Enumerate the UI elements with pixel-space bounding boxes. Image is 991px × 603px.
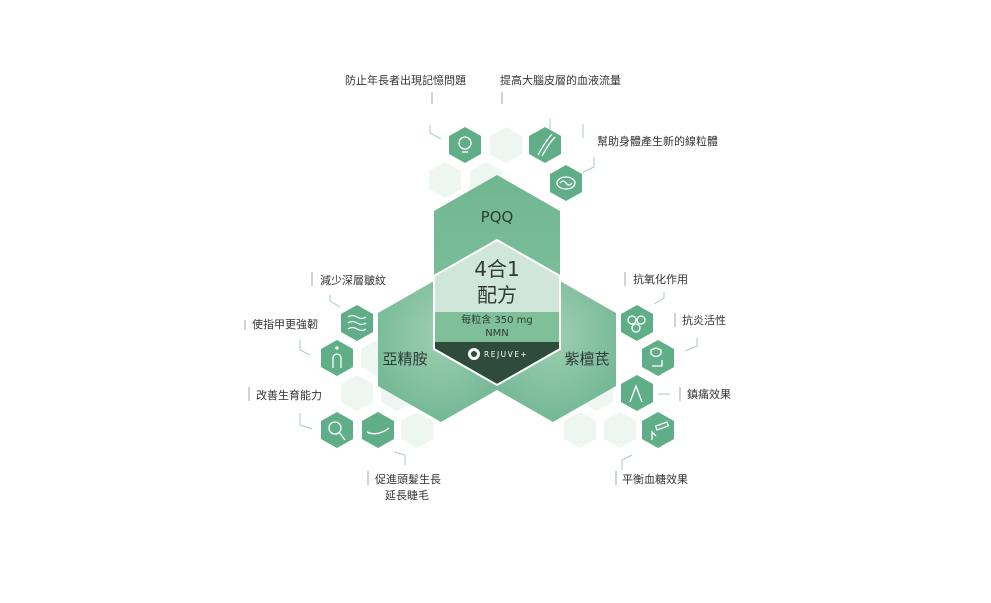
fertility-hex xyxy=(321,412,353,448)
label-mitochondria: 幫助身體產生新的線粒體 xyxy=(597,134,718,148)
hand-pain-icon xyxy=(629,384,643,403)
ingredient-pqq: PQQ xyxy=(481,208,514,226)
mitochondria-icon xyxy=(556,176,576,190)
lightbulb-icon xyxy=(458,136,472,153)
shield-arm-icon xyxy=(650,347,663,367)
label-wrinkles: 減少深層皺紋 xyxy=(320,273,386,287)
pain-relief-hex xyxy=(621,375,653,411)
eyelash-hex xyxy=(362,412,394,448)
dose-text: 每粒含 350 mg xyxy=(461,313,533,326)
label-pain-relief: 鎮痛效果 xyxy=(687,387,731,401)
ingredient-spermidine: 亞精胺 xyxy=(382,350,427,368)
anti-inflammatory-hex xyxy=(642,340,674,376)
blood-vessel-icon xyxy=(537,133,556,157)
eyelash-icon xyxy=(366,427,390,435)
wrinkles-icon xyxy=(347,314,367,332)
nails-hex xyxy=(321,340,353,376)
mitochondria-hex xyxy=(550,165,582,201)
brand-logo-text: REJUVE+ xyxy=(484,350,528,359)
label-antioxidant: 抗氧化作用 xyxy=(633,272,688,286)
label-nails: 使指甲更強韌 xyxy=(252,317,318,331)
nmn-text: NMN xyxy=(485,328,509,339)
rejuve-logo-icon xyxy=(468,348,480,360)
glucose-test-icon xyxy=(651,421,670,440)
pale-hex-group xyxy=(341,127,636,448)
label-anti-inflammatory: 抗炎活性 xyxy=(682,313,726,327)
ingredient-pterostilbene: 紫檀芪 xyxy=(564,350,609,368)
benefit-labels: 防止年長者出現記憶問題 提高大腦皮層的血液流量 幫助身體產生新的線粒體 減少深層… xyxy=(244,73,731,502)
blood-sugar-hex xyxy=(642,412,674,448)
memory-hex xyxy=(449,127,481,163)
label-memory: 防止年長者出現記憶問題 xyxy=(345,73,466,87)
wrinkles-hex xyxy=(341,305,373,341)
molecule-icon xyxy=(627,315,646,333)
antioxidant-hex xyxy=(621,305,653,341)
fertility-icon xyxy=(328,421,346,441)
blood-flow-hex xyxy=(529,127,561,163)
label-fertility: 改善生育能力 xyxy=(256,388,322,402)
formula-title-line2: 配方 xyxy=(477,283,517,307)
formula-title-line1: 4合1 xyxy=(474,257,519,281)
label-blood-sugar: 平衡血糖效果 xyxy=(622,472,688,486)
label-hair: 促進頭髮生長 xyxy=(375,472,441,486)
label-blood-flow: 提高大腦皮層的血液流量 xyxy=(500,73,621,87)
fingernail-icon xyxy=(332,346,342,368)
label-eyelash: 延長睫毛 xyxy=(385,489,429,502)
connector-lines xyxy=(299,119,698,470)
